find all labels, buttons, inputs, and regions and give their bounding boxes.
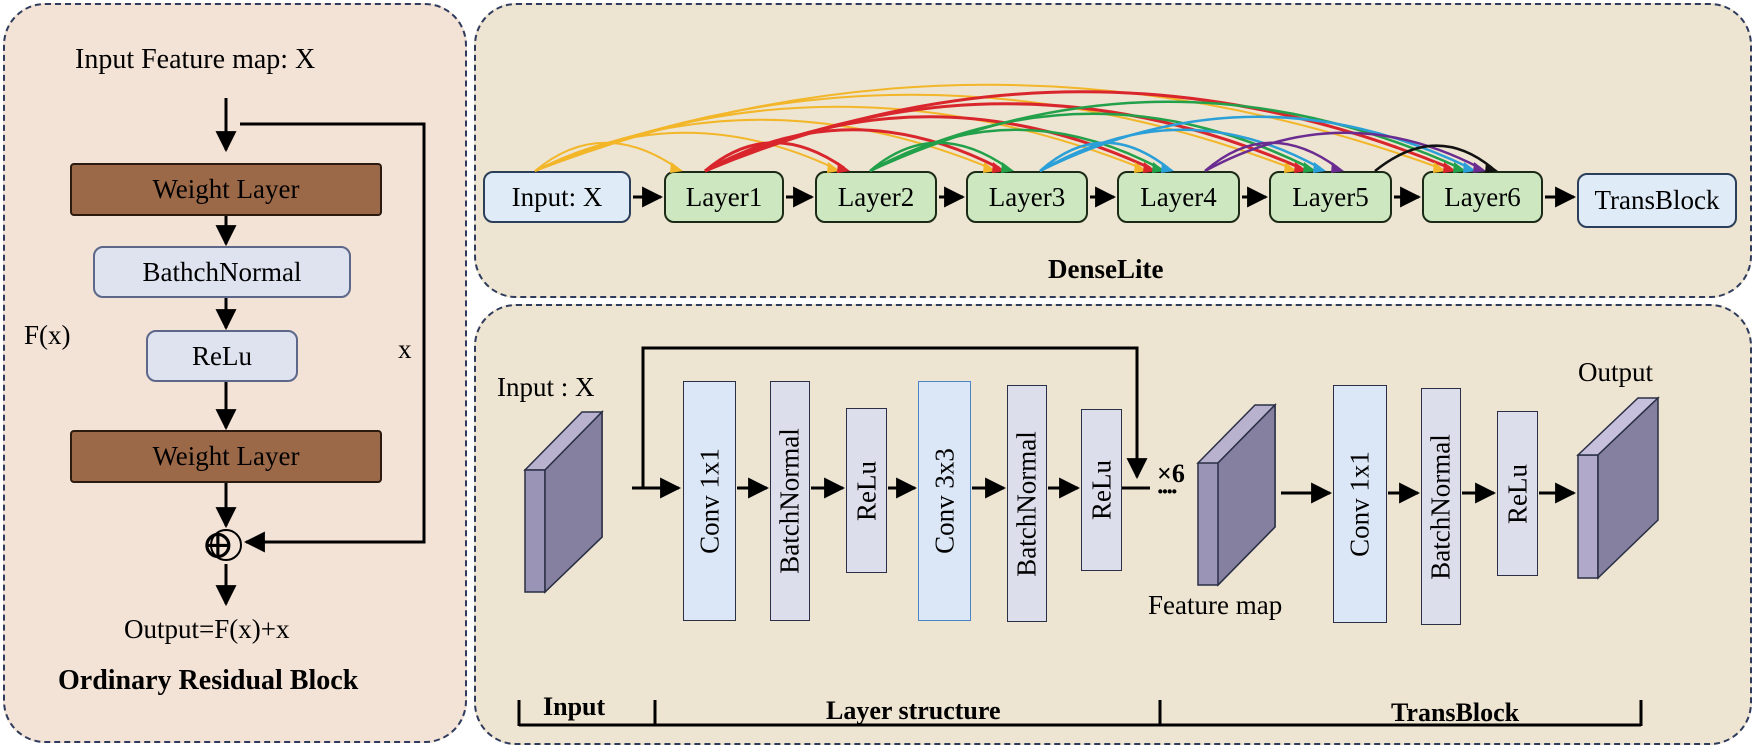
denselite-transblock: TransBlock <box>1577 173 1737 228</box>
section-input-label: Input <box>543 692 606 721</box>
residual-arrows <box>215 98 426 607</box>
denselite-input: Input: X <box>483 171 631 223</box>
trans-relu-block: ReLu <box>1497 411 1538 576</box>
weight-layer-1: Weight Layer <box>70 163 382 216</box>
batchnorm-block: BathchNormal <box>93 246 351 298</box>
output-block <box>1576 396 1660 580</box>
batchnormal-block-1: BatchNormal <box>770 381 810 621</box>
section-bracket <box>517 700 1643 727</box>
fx-label: F(x) <box>24 320 71 350</box>
repeat-label: ×6 <box>1157 459 1185 488</box>
sum-circle <box>210 529 242 561</box>
denselite-layer2: Layer2 <box>815 171 937 223</box>
output-label: Output <box>1578 357 1654 387</box>
feature-map-label: Feature map <box>1148 590 1283 620</box>
conv1x1-block: Conv 1x1 <box>683 381 736 621</box>
identity-x-label: x <box>398 334 412 364</box>
dense-connections <box>534 83 1493 173</box>
dense-arrowheads <box>670 162 1498 173</box>
structure-input-label: Input : X <box>497 372 595 402</box>
trans-batchnormal-block: BatchNormal <box>1421 388 1461 625</box>
feature-map-block <box>1196 403 1277 587</box>
denselite-title: DenseLite <box>1048 254 1164 284</box>
denselite-layer4: Layer4 <box>1117 171 1240 223</box>
conv3x3-block: Conv 3x3 <box>918 381 971 621</box>
section-trans-label: TransBlock <box>1391 698 1520 727</box>
ellipsis-dots: ···· <box>1156 477 1179 506</box>
relu-block-2: ReLu <box>1081 409 1122 571</box>
layer-structure-arrows <box>632 346 1577 504</box>
denselite-layer3: Layer3 <box>966 171 1088 223</box>
denselite-panel <box>474 3 1752 298</box>
relu-block-1: ReLu <box>846 408 887 573</box>
residual-input-label: Input Feature map: X <box>75 44 316 75</box>
trans-conv1x1-block: Conv 1x1 <box>1333 385 1387 623</box>
section-layer-label: Layer structure <box>826 696 1001 725</box>
denselite-layer1: Layer1 <box>664 171 784 223</box>
relu-block: ReLu <box>146 330 298 382</box>
weight-layer-2: Weight Layer <box>70 430 382 483</box>
denselite-layer6: Layer6 <box>1422 171 1543 223</box>
denselite-layer5: Layer5 <box>1269 171 1392 223</box>
residual-output-label: Output=F(x)+x <box>124 614 290 644</box>
input-feature-map <box>523 410 604 594</box>
residual-title: Ordinary Residual Block <box>58 665 359 696</box>
batchnormal-block-2: BatchNormal <box>1007 385 1047 622</box>
